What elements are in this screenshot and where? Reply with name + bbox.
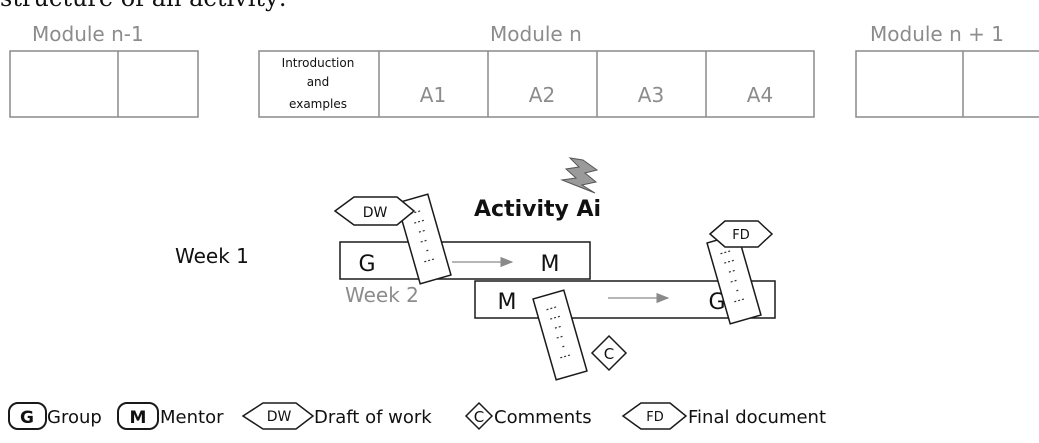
legend-comments-key [464, 401, 494, 431]
module-prev: Module n-1 [9, 22, 199, 118]
legend-group-text: Group [47, 407, 102, 428]
module-current: Module n Introduction and examples A1 A2… [258, 22, 815, 118]
module-current-title: Module n [490, 22, 582, 46]
week2-from: M [498, 290, 517, 315]
final-tag: FD [708, 220, 774, 248]
week1-from: G [358, 252, 375, 277]
activity-cell-a1: A1 [420, 83, 446, 107]
caption-fragment: structure of an activity: [0, 0, 287, 12]
draft-tag-label: DW [363, 205, 388, 221]
legend-final-key-label: FD [646, 410, 664, 425]
week2-to: G [708, 290, 725, 315]
week1-bar: G M [339, 241, 591, 280]
module-next-title: Module n + 1 [870, 22, 1004, 46]
legend: G Group M Mentor DW Draft of work C Comm… [8, 401, 826, 431]
legend-final-key [621, 402, 688, 430]
legend-draft-key [241, 402, 315, 430]
intro-line-1: Introduction [282, 56, 355, 70]
final-tag-label: FD [732, 228, 750, 243]
activity-cell-a2: A2 [529, 83, 555, 107]
week1-label: Week 1 [175, 244, 249, 268]
legend-comments-text: Comments [494, 407, 592, 428]
intro-line-2: and [307, 75, 330, 89]
legend-comments-key-label: C [474, 408, 484, 426]
comments-tag-label: C [604, 345, 614, 363]
draft-tag: DW [333, 196, 416, 226]
intro-line-3: examples [289, 97, 347, 111]
activity-cell-a3: A3 [638, 83, 664, 107]
week2-label: Week 2 [345, 283, 419, 307]
module-prev-box [9, 50, 199, 118]
legend-mentor-key-label: M [130, 408, 147, 428]
legend-draft-key-label: DW [267, 409, 292, 425]
legend-group-key-label: G [20, 408, 34, 428]
lightning-icon [560, 157, 599, 194]
module-prev-title: Module n-1 [32, 22, 144, 46]
comments-tag: C [590, 334, 628, 372]
module-next: Module n + 1 [855, 22, 1039, 118]
activity-cell-a4: A4 [747, 83, 773, 107]
week1-to: M [541, 252, 560, 277]
legend-mentor-text: Mentor [160, 407, 224, 428]
legend-group-key [8, 402, 47, 430]
module-next-box [855, 50, 1039, 118]
activity-title: Activity Ai [474, 197, 601, 222]
comments-document-icon [532, 289, 588, 381]
legend-draft-text: Draft of work [314, 407, 432, 428]
legend-final-text: Final document [688, 407, 826, 428]
draft-document-icon [396, 193, 452, 285]
legend-mentor-key [117, 402, 159, 430]
module-current-box [258, 50, 815, 118]
